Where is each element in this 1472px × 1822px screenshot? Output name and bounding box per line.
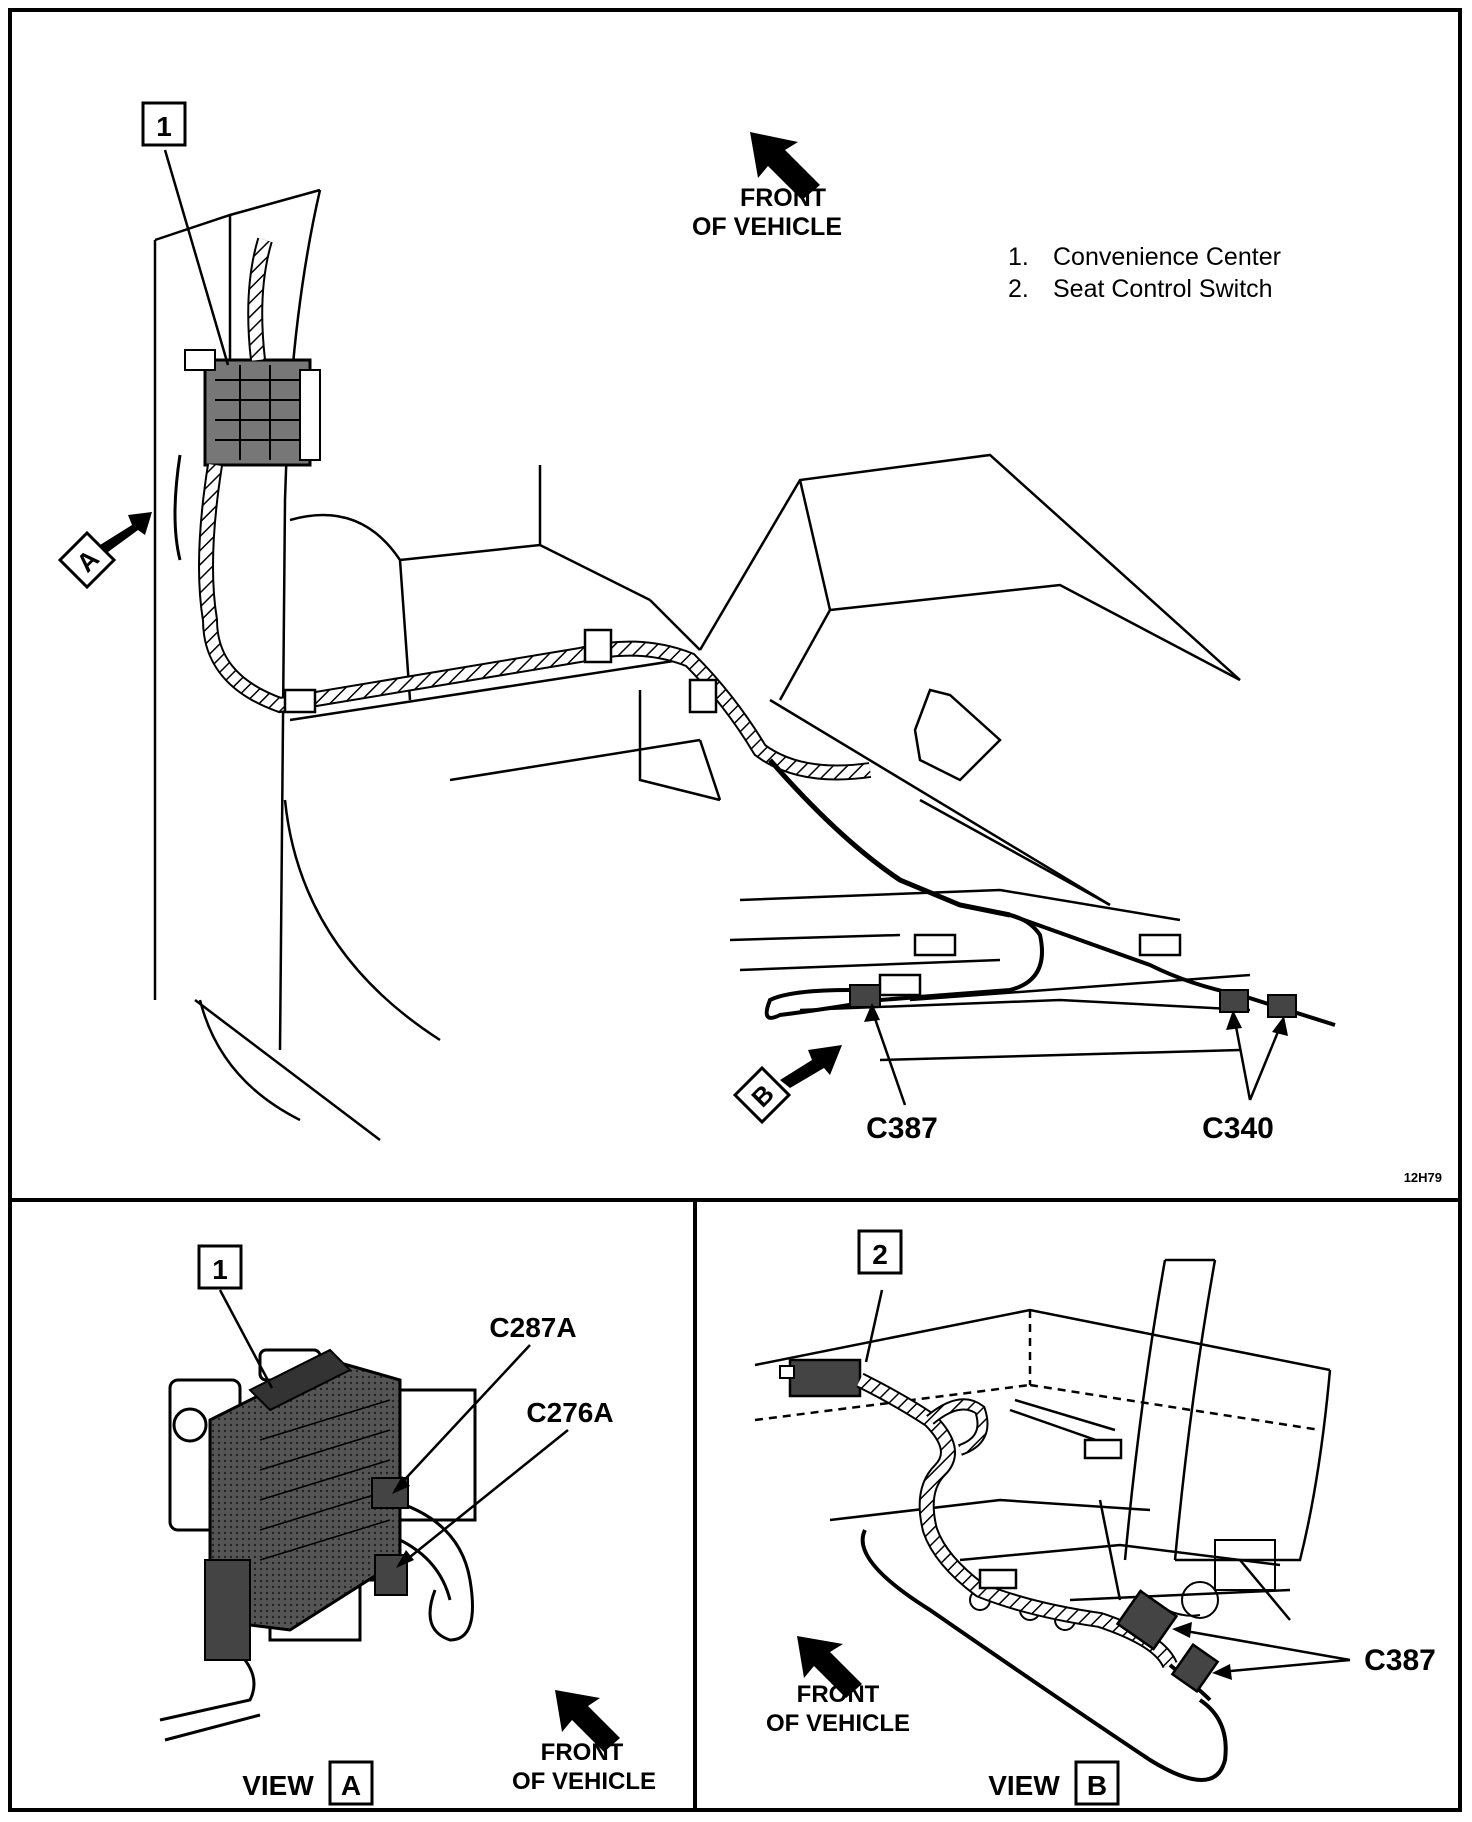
connector-c287a-label: C287A [489, 1312, 576, 1343]
connector-c387-body-view-b-2 [1170, 1642, 1220, 1694]
connector-c340-label-main: C340 [1202, 1112, 1274, 1145]
outer-frame [8, 8, 1462, 1812]
main-view: 1 FRONT OF VEHICLE 1. Convenience Center… [57, 101, 1442, 1185]
seat-control-switch [779, 1358, 862, 1398]
front-label-view-a-line2: OF VEHICLE [512, 1768, 656, 1795]
body-structure-lines [153, 188, 1251, 1141]
convenience-center-main [184, 349, 321, 467]
front-arrow-main [750, 132, 820, 200]
callout-1-box-main [141, 101, 187, 147]
wiring-harness-view-b [856, 1372, 1228, 1782]
callout-2: 2 [872, 1239, 888, 1270]
connector-c276a-label: C276A [526, 1397, 613, 1428]
view-b-letter: B [1087, 1770, 1107, 1801]
callout-1-view-a: 1 [212, 1254, 228, 1285]
front-label-main-line1: FRONT [740, 184, 826, 212]
front-arrow-view-b [797, 1636, 862, 1698]
connector-c387-body-view-b-1 [1115, 1589, 1179, 1651]
view-a-letter: A [341, 1770, 361, 1801]
front-label-view-a-line1: FRONT [541, 1739, 624, 1766]
convenience-center-view-a [204, 1348, 402, 1661]
legend-item-2-num: 2. [1008, 275, 1029, 303]
callout-2-box [857, 1229, 903, 1275]
leader-lines-view-b [864, 1289, 1351, 1680]
view-a-title: VIEW [242, 1770, 314, 1801]
callout-1-box-view-a [197, 1244, 243, 1290]
legend-item-2-text: Seat Control Switch [1053, 275, 1273, 303]
view-b-marker-main: B [732, 1045, 842, 1125]
wiring-harness-main [173, 237, 1336, 1027]
seat-structure-view-b [754, 1258, 1332, 1621]
leader-lines-main [163, 149, 1288, 1106]
view-b-title: VIEW [988, 1770, 1060, 1801]
view-b-letter-box [1074, 1760, 1120, 1806]
front-label-view-b-line1: FRONT [797, 1681, 880, 1708]
view-a-arrow-main [100, 512, 152, 552]
leader-lines-view-a [218, 1289, 569, 1568]
connector-c340-body-1 [1219, 989, 1249, 1013]
connector-c340-body-2 [1267, 994, 1297, 1018]
front-label-view-b-line2: OF VEHICLE [766, 1710, 910, 1737]
view-b-panel: 2 C387 FRONT OF VEHICLE VIEW B [754, 1229, 1436, 1806]
legend: 1. Convenience Center 2. Seat Control Sw… [1008, 243, 1281, 303]
view-b-arrow-main [780, 1045, 842, 1088]
connector-c387-label-main: C387 [866, 1112, 938, 1145]
view-a-letter-box [328, 1760, 374, 1806]
figure-code: 12H79 [1404, 1170, 1442, 1185]
callout-1-main: 1 [156, 111, 172, 142]
front-label-main-line2: OF VEHICLE [692, 213, 842, 241]
connector-c387-body [849, 984, 881, 1008]
connector-c387-label-view-b: C387 [1364, 1644, 1436, 1677]
view-a-marker-main: A [57, 512, 152, 590]
connector-c276a-body [374, 1554, 408, 1596]
view-a-panel: 1 C287A C276A FRONT OF VEHICLE VIEW A [159, 1244, 656, 1806]
legend-item-1-num: 1. [1008, 243, 1029, 271]
front-arrow-view-a [555, 1690, 620, 1752]
legend-item-1-text: Convenience Center [1053, 243, 1281, 271]
